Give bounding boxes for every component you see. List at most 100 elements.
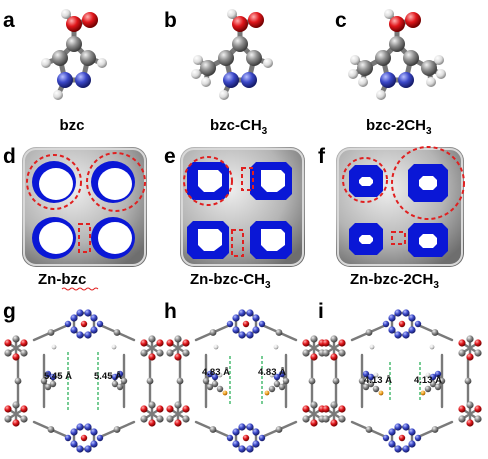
nitrogen-atom <box>238 445 246 453</box>
hydrogen-atom <box>213 344 219 350</box>
nitrogen-atom <box>90 326 98 334</box>
pore-surface-zn-bzc <box>22 147 147 267</box>
oxygen-atom <box>310 353 318 361</box>
carbon-atom <box>211 380 219 388</box>
nitrogen-atom <box>246 423 254 431</box>
oxygen-atom <box>242 320 250 328</box>
nitrogen-atom <box>84 423 92 431</box>
oxygen-atom <box>20 339 28 347</box>
carbon-atom <box>431 329 439 336</box>
oxygen-atom <box>174 419 182 427</box>
nitrogen-atom <box>402 309 410 317</box>
carbon-atom <box>111 380 119 388</box>
carbon-atom <box>12 335 20 343</box>
oxygen-atom <box>330 419 338 427</box>
oxygen-atom <box>302 405 310 413</box>
oxygen-atom <box>338 339 346 347</box>
nitrogen-atom <box>76 309 84 317</box>
framework-structure-zn-bzc <box>4 309 164 453</box>
distance-label-right: 5.45 Å <box>94 371 122 382</box>
oxygen-atom <box>242 434 250 442</box>
panel-letter: i <box>318 300 324 323</box>
nitrogen-atom <box>258 434 266 442</box>
framework-structure-zn-bzc-2ch3 <box>322 309 482 453</box>
nitrogen-atom <box>246 331 254 339</box>
carbon-atom <box>278 383 286 391</box>
nitrogen-atom <box>70 440 78 448</box>
carbon-atom <box>120 377 128 385</box>
carbon-atom <box>216 385 224 393</box>
carbon-atom <box>209 329 217 336</box>
nitrogen-atom <box>84 445 92 453</box>
panel-letter: c <box>335 9 347 32</box>
nitrogen-atom <box>232 428 240 436</box>
oxygen-atom <box>322 339 330 347</box>
distance-label-left: 5.45 Å <box>44 371 72 382</box>
nitrogen-atom <box>388 428 396 436</box>
carbon-atom <box>273 380 281 388</box>
carbon-atom <box>330 335 338 343</box>
panel-letter: a <box>3 9 15 32</box>
nitrogen-atom <box>434 370 442 378</box>
carbon-atom <box>466 335 474 343</box>
hydrogen-atom <box>217 372 223 378</box>
oxygen-atom <box>466 353 474 361</box>
carbon-atom <box>182 349 190 357</box>
nitrogen-atom <box>388 326 396 334</box>
nitrogen-atom <box>394 423 402 431</box>
carbon-atom <box>338 349 346 357</box>
nitrogen-atom <box>64 320 72 328</box>
nitrogen-atom <box>258 320 266 328</box>
carbon-atom <box>322 349 330 357</box>
carbon-atom <box>424 385 432 393</box>
carbon-atom <box>458 415 466 423</box>
carbon-atom <box>20 349 28 357</box>
nitrogen-atom <box>226 320 234 328</box>
nitrogen-atom <box>76 331 84 339</box>
nitrogen-atom <box>402 445 410 453</box>
nitrogen-atom <box>90 428 98 436</box>
carbon-atom <box>429 380 437 388</box>
molecule-name: bzc-2CH3 <box>366 117 432 137</box>
nitrogen-atom <box>362 370 370 378</box>
oxygen-atom <box>148 419 156 427</box>
panel-letter: e <box>164 145 176 168</box>
hydrogen-atom <box>373 372 379 378</box>
carbon-atom <box>140 349 148 357</box>
carbon-atom <box>372 385 380 393</box>
oxygen-atom <box>466 419 474 427</box>
oxygen-atom <box>156 405 164 413</box>
hydrogen-atom <box>107 372 113 378</box>
nitrogen-atom <box>402 331 410 339</box>
carbon-atom <box>358 377 366 385</box>
distance-label-right: 4.83 Å <box>258 367 286 378</box>
carbon-atom <box>338 415 346 423</box>
nitrogen-atom <box>49 373 57 381</box>
carbon-atom <box>302 349 310 357</box>
panel-letter: g <box>3 300 16 323</box>
oxygen-atom <box>12 419 20 427</box>
carbon-atom <box>282 377 290 385</box>
spellcheck-underline <box>61 287 99 291</box>
framework-name: Zn-bzc-2CH3 <box>350 271 439 291</box>
carbon-atom <box>362 383 370 391</box>
nitrogen-atom <box>232 440 240 448</box>
oxygen-atom <box>322 405 330 413</box>
nitrogen-atom <box>238 331 246 339</box>
hydrogen-atom <box>264 390 270 396</box>
oxygen-atom <box>20 405 28 413</box>
oxygen-atom <box>80 320 88 328</box>
carbon-atom <box>206 383 214 391</box>
nitrogen-atom <box>402 423 410 431</box>
nitrogen-atom <box>206 370 214 378</box>
carbon-atom <box>332 377 340 385</box>
panel-b: b bzc-CH3 <box>164 9 273 137</box>
carbon-atom <box>4 415 12 423</box>
carbon-atom <box>438 377 446 385</box>
oxygen-atom <box>80 434 88 442</box>
nitrogen-atom <box>70 314 78 322</box>
nitrogen-atom <box>226 434 234 442</box>
panel-c: c <box>335 9 446 137</box>
oxygen-atom <box>182 405 190 413</box>
carbon-atom <box>330 401 338 409</box>
